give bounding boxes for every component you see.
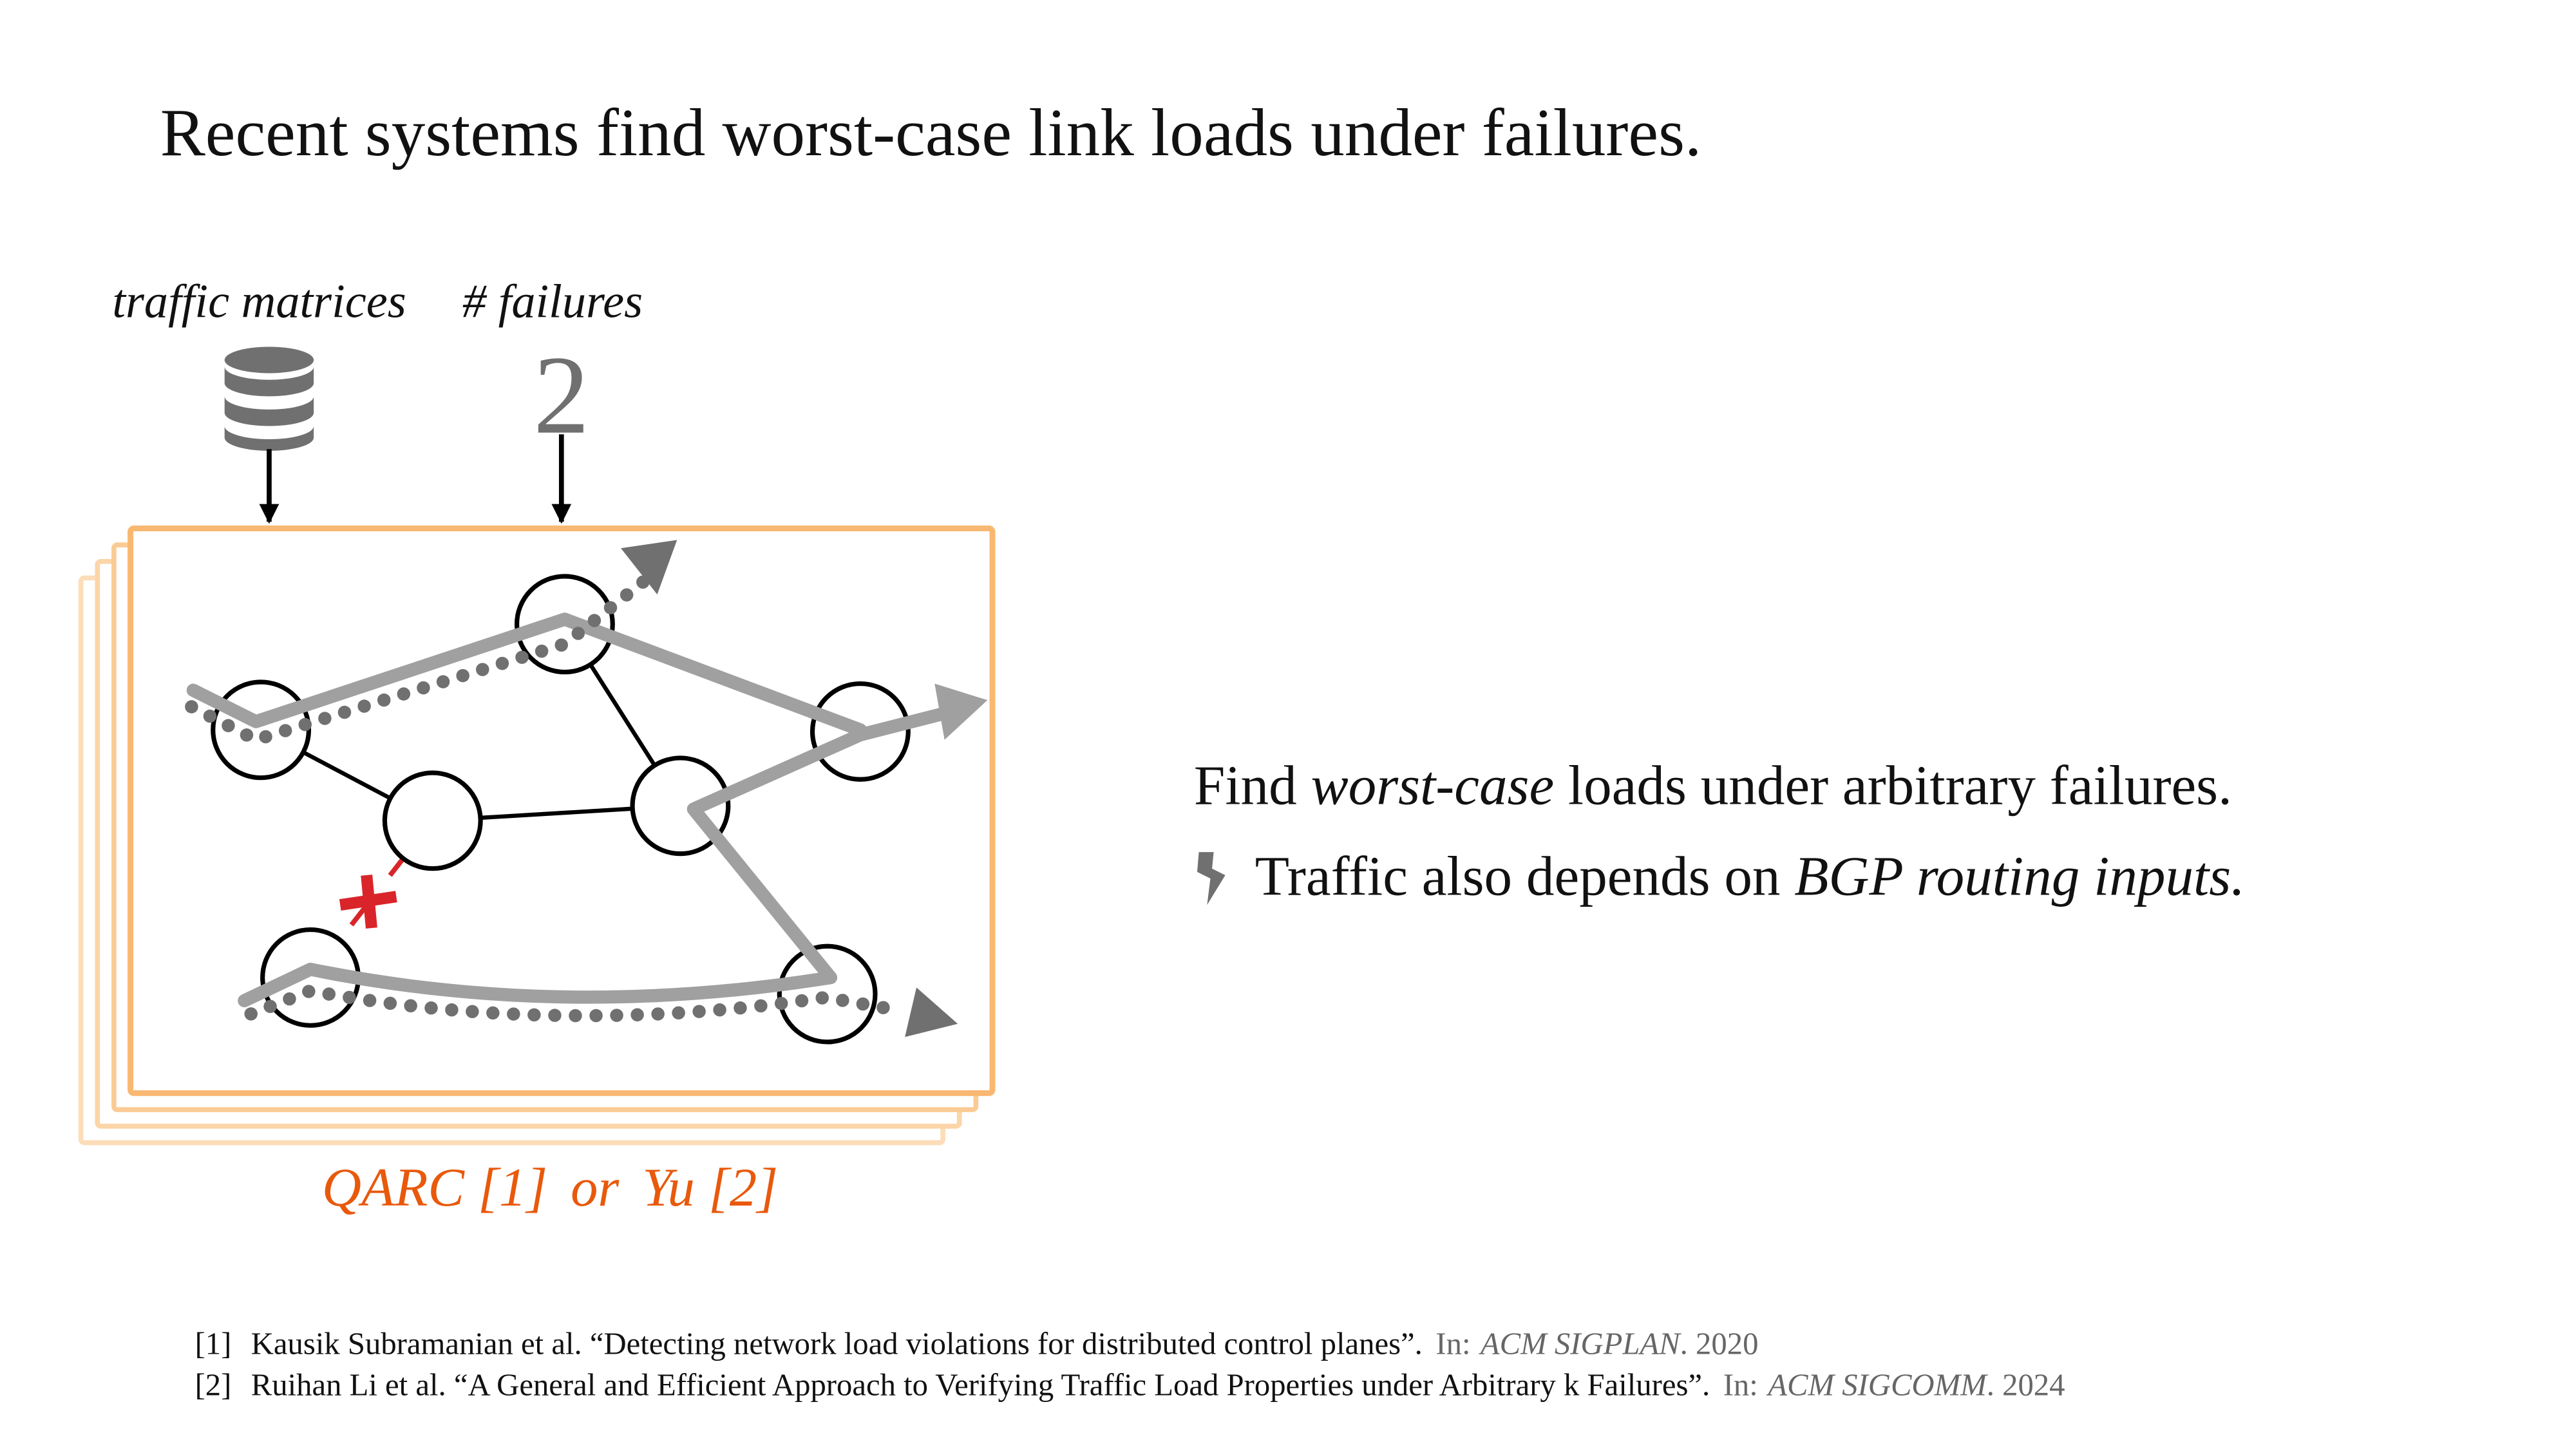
worst-case-paths [185,568,907,1023]
references: [1]Kausik Subramanian et al. “Detecting … [195,1327,2065,1403]
lightning-bolt-icon [1197,852,1226,905]
dotted-arrowhead [621,540,677,595]
traffic-flows [186,612,951,1008]
flow-arrowhead [934,683,988,740]
slide-title: Recent systems find worst-case link load… [160,95,1702,170]
traffic-matrices-label: traffic matrices [112,275,406,328]
dotted-arrowhead [905,987,958,1037]
database-icon [224,346,314,451]
reference-1: [1]Kausik Subramanian et al. “Detecting … [195,1327,1759,1361]
diagram-caption: QARC [1] or Yu [2] [322,1158,778,1218]
red-x-icon [339,875,397,929]
failures-label: # failures [462,275,643,328]
reference-2: [2]Ruihan Li et al. “A General and Effic… [195,1368,2065,1403]
point-bgp: Traffic also depends on BGP routing inpu… [1255,845,2245,907]
node [382,770,483,871]
caption-or: or [571,1158,620,1218]
qarc-ref: QARC [1] [322,1158,547,1218]
point-worst-case: Find worst-case loads under arbitrary fa… [1194,754,2232,817]
yu-ref: Yu [2] [642,1158,778,1218]
